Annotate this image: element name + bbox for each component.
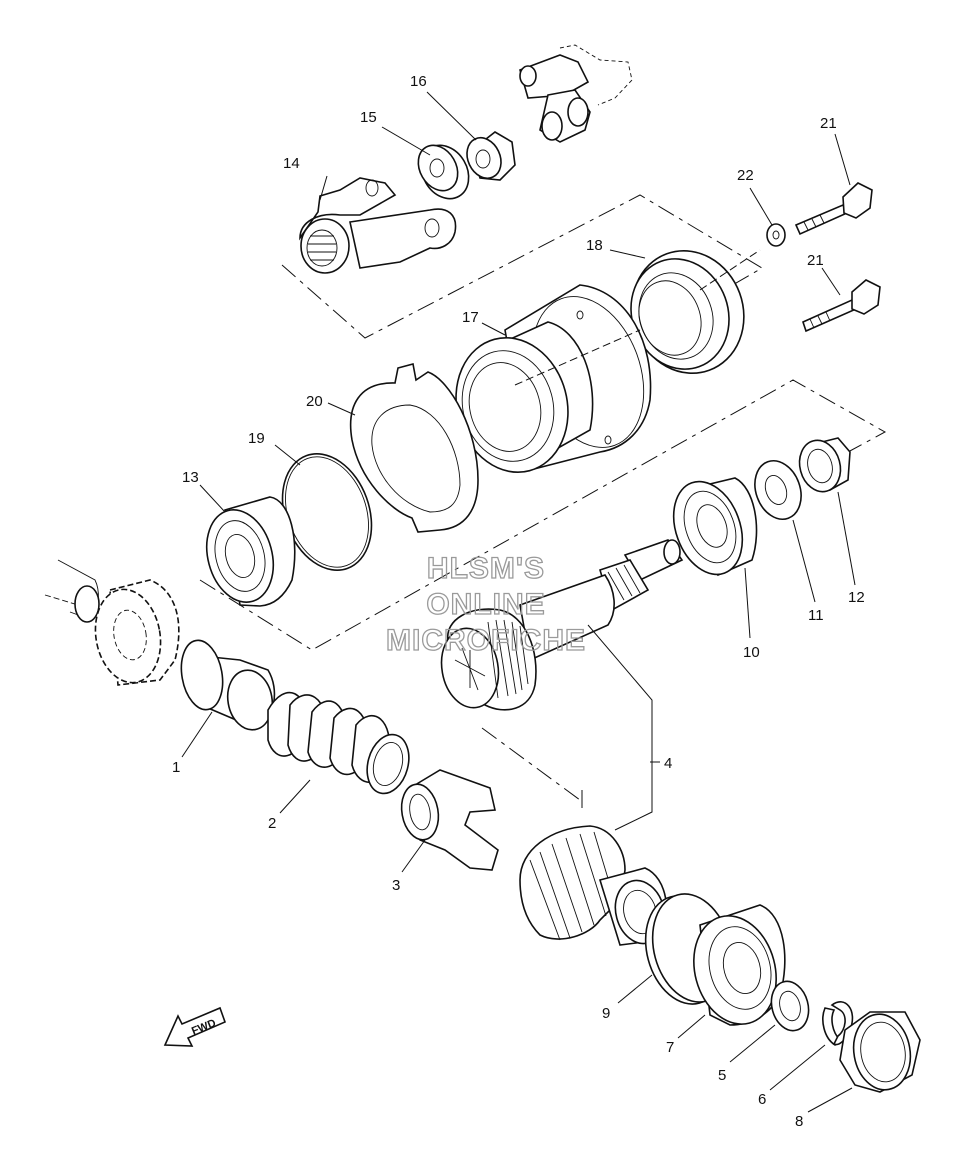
part-2-spring[interactable] — [268, 693, 415, 799]
part-4-pinion-shaft[interactable] — [435, 540, 682, 712]
part-7-bearing[interactable] — [682, 905, 788, 1033]
part-14-yoke[interactable] — [300, 178, 456, 273]
watermark: HLSM'S ONLINE MICROFICHE — [385, 551, 586, 657]
callout-2: 2 — [268, 815, 276, 832]
part-15-washer[interactable] — [410, 137, 478, 207]
part-5-washer[interactable] — [766, 977, 814, 1035]
callout-19: 19 — [248, 430, 265, 447]
part-12-seal[interactable] — [794, 436, 850, 497]
phantom-shaft — [45, 560, 99, 622]
callout-21-upper: 21 — [820, 115, 837, 132]
watermark-line-2: ONLINE — [426, 588, 545, 621]
part-8-nut[interactable] — [840, 1010, 920, 1095]
callout-20: 20 — [306, 393, 323, 410]
callout-22: 22 — [737, 167, 754, 184]
callout-7: 7 — [666, 1039, 674, 1056]
part-22-washer[interactable] — [767, 224, 785, 246]
watermark-line-1: HLSM'S — [427, 552, 545, 585]
part-13-bearing[interactable] — [197, 497, 295, 610]
part-20-shim-plate[interactable] — [351, 364, 478, 532]
callout-21-lower: 21 — [807, 252, 824, 269]
part-21-bolt-upper[interactable] — [796, 183, 872, 234]
callout-1: 1 — [172, 759, 180, 776]
part-3-shift-fork[interactable] — [397, 770, 498, 870]
callout-17: 17 — [462, 309, 479, 326]
callout-10: 10 — [743, 644, 760, 661]
watermark-line-3: MICROFICHE — [386, 624, 586, 657]
callout-18: 18 — [586, 237, 603, 254]
part-11-washer[interactable] — [747, 454, 809, 525]
callout-labels: 1 2 3 4 5 6 7 8 9 10 11 12 13 14 15 16 1… — [172, 73, 865, 1130]
universal-joint-phantom — [520, 45, 632, 142]
part-21-bolt-lower[interactable] — [803, 280, 880, 331]
callout-5: 5 — [718, 1067, 726, 1084]
callout-11: 11 — [808, 607, 824, 624]
assembly-outline-lower — [481, 727, 583, 812]
phantom-bearing — [88, 580, 179, 688]
callout-15: 15 — [360, 109, 377, 126]
callout-4: 4 — [664, 755, 672, 772]
forward-arrow-icon: FWD — [163, 1006, 227, 1047]
leader-lines — [181, 91, 856, 1113]
part-16-nut[interactable] — [461, 132, 515, 184]
callout-3: 3 — [392, 877, 400, 894]
callout-9: 9 — [602, 1005, 610, 1022]
callout-14: 14 — [283, 155, 300, 172]
callout-12: 12 — [848, 589, 865, 606]
part-10-bearing[interactable] — [662, 472, 757, 584]
callout-13: 13 — [182, 469, 199, 486]
callout-16: 16 — [410, 73, 427, 90]
part-1-collar[interactable] — [176, 637, 277, 733]
callout-6: 6 — [758, 1091, 766, 1108]
callout-8: 8 — [795, 1113, 803, 1130]
assembly-outline-middle — [199, 379, 887, 651]
